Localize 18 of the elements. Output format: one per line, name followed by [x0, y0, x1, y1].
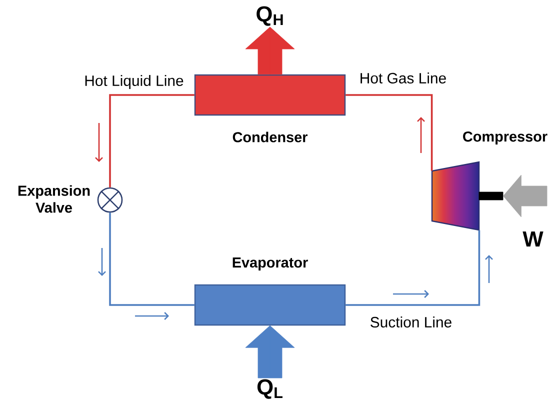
pipe-line	[109, 94, 194, 188]
edge-label: Suction Line	[368, 315, 454, 329]
pipe-line	[346, 230, 480, 306]
component-label: Expansion Valve	[18, 185, 90, 213]
pipe-line	[346, 94, 433, 171]
heat-arrow	[245, 325, 295, 378]
pipe-line	[109, 212, 194, 306]
edge-label: Hot Liquid Line	[82, 74, 186, 90]
edge-label: Hot Gas Line	[358, 71, 448, 85]
component-label: Condenser	[232, 132, 308, 142]
component-label: Compressor	[463, 131, 548, 145]
heat-label: Q$_{L}$	[257, 379, 282, 399]
edge-label: W	[521, 230, 545, 248]
component-label: Evaporator	[232, 258, 308, 270]
heat-label: Q$_{H}$	[256, 6, 283, 26]
work-arrow	[503, 174, 548, 218]
drive-shaft	[478, 192, 504, 200]
heat-arrow	[245, 26, 295, 75]
